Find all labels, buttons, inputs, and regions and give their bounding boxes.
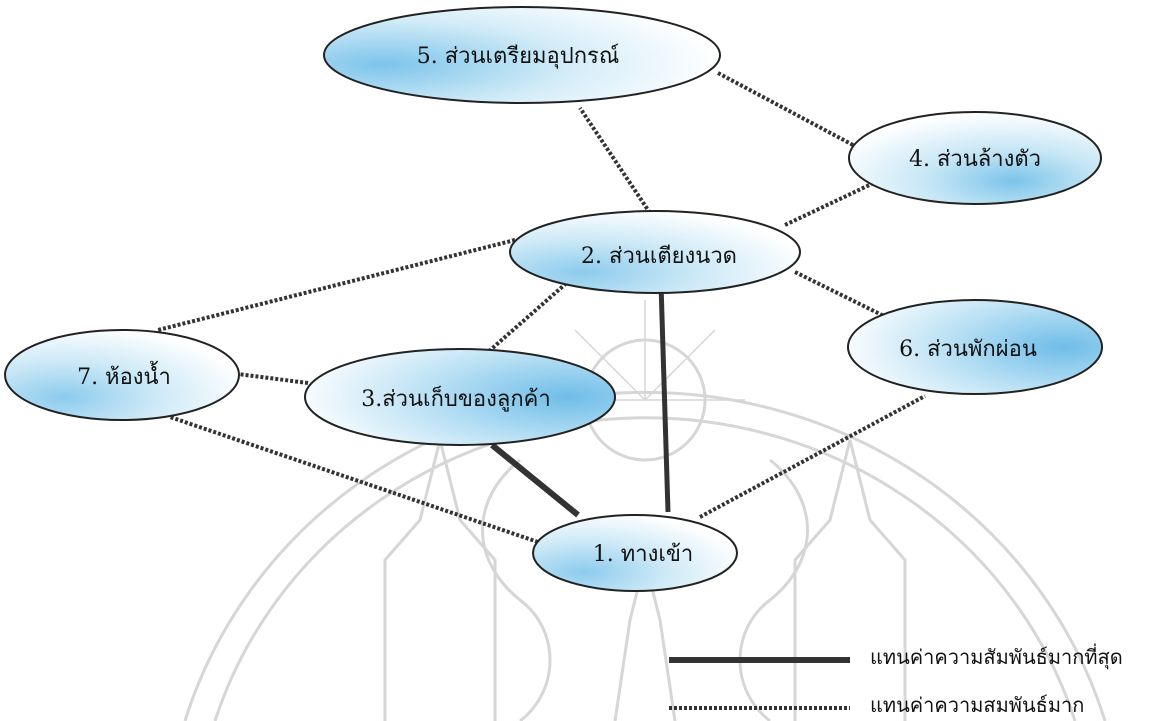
edges [157,71,926,544]
node-7-label: 7. ห้องน้ำ [77,361,171,390]
edge-2-5 [578,106,652,215]
edge-2-7 [157,238,516,332]
edge-1-2 [658,283,671,513]
node-6-ellipse [847,299,1103,395]
node-2-ellipse [509,210,801,294]
node-3-label: 3.ส่วนเก็บของลูกค้า [361,384,550,412]
edge-4-5 [717,71,854,147]
legend: แทนค่าความสัมพันธ์มากที่สุด แทนค่าความสม… [669,643,1123,717]
watermark-rays [545,300,745,401]
watermark-left-flourish [481,458,552,721]
node-6-label: 6. ส่วนพักผ่อน [899,337,1037,362]
node-6[interactable]: 6. ส่วนพักผ่อน [847,299,1103,395]
node-2[interactable]: 2. ส่วนเตียงนวด [509,210,801,294]
edge-3-7 [237,372,309,385]
legend-strongest-label: แทนค่าความสัมพันธ์มากที่สุด [870,643,1123,670]
node-2-label: 2. ส่วนเตียงนวด [581,244,737,269]
node-5-ellipse [323,6,721,104]
node-3[interactable]: 3.ส่วนเก็บของลูกค้า [304,348,616,446]
legend-strong-label: แทนค่าความสมพันธ์มาก [870,693,1084,717]
node-7[interactable]: 7. ห้องน้ำ [4,329,240,421]
watermark-inner-arc [213,416,1077,721]
watermark-left-tower [383,439,497,721]
node-1-label: 1. ทางเข้า [593,542,694,567]
watermark-right-tower [793,439,907,721]
node-3-ellipse [304,348,616,446]
node-4[interactable]: 4. ส่วนล้างตัว [848,111,1102,205]
watermark-right-flourish [738,458,809,721]
edge-1-6 [699,394,926,519]
node-5[interactable]: 5. ส่วนเตรียมอุปกรณ์ [323,6,721,104]
node-1[interactable]: 1. ทางเข้า [532,514,738,592]
node-4-label: 4. ส่วนล้างตัว [909,147,1041,172]
edge-2-4 [784,178,881,227]
node-7-ellipse [4,329,240,421]
edge-1-3 [490,442,580,518]
node-5-label: 5. ส่วนเตรียมอุปกรณ์ [417,44,620,69]
edge-2-3 [486,278,572,354]
node-1-ellipse [532,514,738,592]
watermark-emblem [183,300,1107,721]
node-4-ellipse [848,111,1102,205]
edge-2-6 [794,270,889,320]
